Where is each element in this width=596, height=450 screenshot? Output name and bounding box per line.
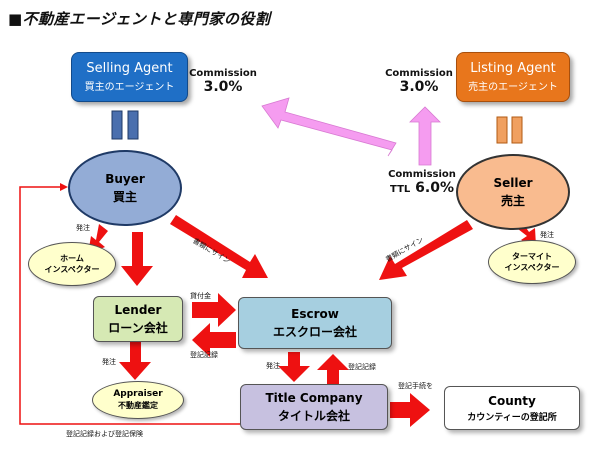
arrow-escrow-to-lender xyxy=(192,323,236,357)
seller-node: Seller 売主 xyxy=(456,154,570,230)
appraiser-sublabel: 不動産鑑定 xyxy=(118,401,158,410)
county-node: County カウンティーの登記所 xyxy=(444,386,580,430)
selling-agent-sublabel: 買主のエージェント xyxy=(84,82,175,93)
county-label: County xyxy=(488,393,536,408)
label-order-appraiser: 発注 xyxy=(102,358,116,366)
commission-total-value: 6.0% xyxy=(415,180,454,196)
commission-total-label: Commission xyxy=(388,169,456,180)
lender-node: Lender ローン会社 xyxy=(93,296,183,342)
recording-feedback-line xyxy=(19,183,240,425)
buyer-node: Buyer 買主 xyxy=(68,150,182,226)
label-order-title: 発注 xyxy=(266,362,280,370)
county-sublabel: カウンティーの登記所 xyxy=(467,412,557,423)
title-company-label: Title Company xyxy=(265,390,363,405)
arrow-lender-to-appraiser xyxy=(119,342,151,380)
arrow-lender-to-escrow xyxy=(192,293,236,327)
selling-agent-box: Selling Agent 買主のエージェント xyxy=(71,52,188,102)
home-inspector-line2: インスペクター xyxy=(44,265,100,274)
commission-selling: Commission 3.0% xyxy=(188,68,258,95)
escrow-node: Escrow エスクロー会社 xyxy=(238,297,392,349)
commission-selling-value: 3.0% xyxy=(203,79,243,95)
commission-listing: Commission 3.0% xyxy=(384,68,454,95)
listing-agent-label: Listing Agent xyxy=(470,61,556,76)
commission-listing-label: Commission xyxy=(385,68,453,79)
lender-label: Lender xyxy=(114,302,162,317)
arrow-title-to-escrow xyxy=(317,354,349,384)
label-loan-funds: 貸付金 xyxy=(190,292,211,300)
seller-sublabel: 売主 xyxy=(500,193,525,208)
arrow-title-to-county xyxy=(390,393,430,427)
label-order-home: 発注 xyxy=(76,224,90,232)
termite-inspector-node: ターマイト インスペクター xyxy=(488,240,576,284)
escrow-label: Escrow xyxy=(291,306,339,321)
label-order-termite: 発注 xyxy=(540,231,554,239)
commission-total-prefix: TTL xyxy=(390,184,411,195)
commission-arrow-to-selling xyxy=(261,97,397,157)
arrow-buyer-to-escrow xyxy=(170,215,268,278)
appraiser-node: Appraiser 不動産鑑定 xyxy=(92,381,184,419)
lender-sublabel: ローン会社 xyxy=(108,320,168,335)
selling-agent-link-bars xyxy=(111,110,139,140)
arrow-buyer-to-lender xyxy=(121,232,153,286)
commission-selling-label: Commission xyxy=(189,68,257,79)
arrow-seller-to-escrow xyxy=(379,220,473,280)
label-recording-procedure: 登記手続を xyxy=(398,382,433,390)
label-recording-and-insurance: 登記記録および登記保険 xyxy=(66,430,143,438)
listing-agent-box: Listing Agent 売主のエージェント xyxy=(456,52,570,102)
termite-inspector-line2: インスペクター xyxy=(504,263,560,272)
escrow-sublabel: エスクロー会社 xyxy=(272,324,357,339)
commission-total: Commission TTL 6.0% xyxy=(386,169,458,196)
label-registration-docs: 登記記録 xyxy=(190,351,218,359)
page-title: ■不動産エージェントと専門家の役割 xyxy=(8,10,271,28)
buyer-label: Buyer xyxy=(105,171,145,186)
title-company-sublabel: タイトル会社 xyxy=(277,408,350,423)
label-registration-docs-2: 登記記録 xyxy=(348,363,376,371)
commission-arrow-to-listing xyxy=(409,106,441,166)
home-inspector-line1: ホーム xyxy=(60,254,84,263)
selling-agent-label: Selling Agent xyxy=(86,61,173,76)
arrow-escrow-to-title xyxy=(278,352,310,382)
appraiser-label: Appraiser xyxy=(113,389,163,399)
home-inspector-node: ホーム インスペクター xyxy=(28,242,116,286)
commission-listing-value: 3.0% xyxy=(399,79,439,95)
seller-label: Seller xyxy=(493,175,533,190)
listing-agent-sublabel: 売主のエージェント xyxy=(468,82,558,93)
title-company-node: Title Company タイトル会社 xyxy=(240,384,388,430)
buyer-sublabel: 買主 xyxy=(112,189,137,204)
termite-inspector-line1: ターマイト xyxy=(512,252,552,261)
listing-agent-link-bars xyxy=(496,116,523,144)
